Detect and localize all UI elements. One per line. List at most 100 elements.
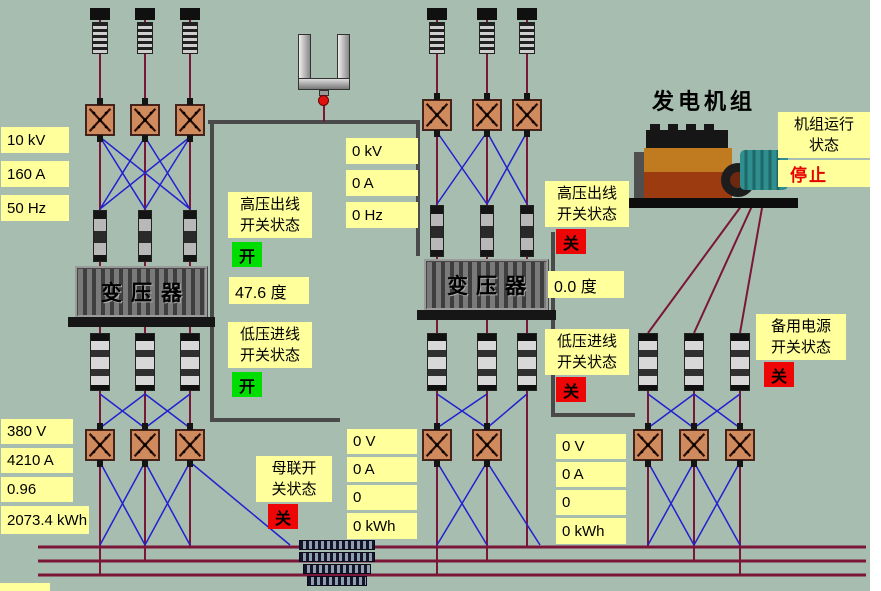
label-line-1: 高压出线 [556, 185, 617, 202]
breaker-x-icon [636, 432, 660, 458]
circuit-breaker[interactable] [85, 98, 115, 142]
hv-current-left: 160 A [1, 161, 69, 187]
circuit-breaker[interactable] [725, 423, 755, 467]
hook-crossbar [298, 78, 350, 90]
busbar-stack-row [299, 540, 375, 550]
hv-switch-device[interactable] [520, 205, 534, 257]
lv-switch-status-label-left: 低压进线 开关状态 [228, 322, 312, 368]
isolator-switch[interactable] [135, 8, 155, 54]
gen-energy: 0 kWh [556, 518, 626, 544]
isolator-body [479, 22, 495, 54]
lv-current-middle: 0 A [347, 457, 417, 482]
lv-switch-state-left: 开 [232, 372, 262, 397]
circuit-breaker[interactable] [472, 93, 502, 137]
circuit-breaker[interactable] [130, 98, 160, 142]
lv-switch-status-label-middle: 低压进线 开关状态 [545, 329, 629, 375]
hv-switch-device[interactable] [480, 205, 494, 257]
hv-switch-device[interactable] [138, 210, 152, 262]
hook-ball-icon [318, 95, 329, 106]
generator-feeder-lines [647, 204, 763, 334]
label-line-1: 低压进线 [239, 326, 300, 343]
circuit-breaker[interactable] [85, 423, 115, 467]
breaker-x-icon [133, 107, 157, 133]
lv-switch-device[interactable] [180, 333, 200, 391]
transformer-middle[interactable]: 变压器 [424, 259, 549, 311]
circuit-breaker[interactable] [422, 93, 452, 137]
lv-switch-device[interactable] [517, 333, 537, 391]
energy-left: 2073.4 kWh [1, 506, 89, 534]
isolator-switch[interactable] [180, 8, 200, 54]
circuit-breaker[interactable] [130, 423, 160, 467]
circuit-breaker[interactable] [512, 93, 542, 137]
lv-switch-device[interactable] [684, 333, 704, 391]
hv-voltage-left: 10 kV [1, 127, 69, 153]
hv-switch-state-middle: 关 [556, 229, 586, 254]
label-line-2: 状态 [808, 137, 839, 154]
backup-power-state: 关 [764, 362, 794, 387]
circuit-breaker[interactable] [175, 423, 205, 467]
breaker-x-icon [178, 107, 202, 133]
breaker-x-icon [728, 432, 752, 458]
hv-switch-state-left: 开 [232, 242, 262, 267]
label-line-1: 低压进线 [556, 333, 617, 350]
label-line-1: 备用电源 [770, 318, 831, 335]
isolator-switch[interactable] [517, 8, 537, 54]
lv-voltage-middle: 0 V [347, 429, 417, 454]
hv-switch-device[interactable] [183, 210, 197, 262]
hv-switch-device[interactable] [430, 205, 444, 257]
breaker-x-icon [425, 432, 449, 458]
circuit-breaker[interactable] [422, 423, 452, 467]
generator-title: 发电机组 [652, 89, 757, 114]
energy-middle: 0 kWh [347, 513, 417, 539]
breaker-x-icon [88, 432, 112, 458]
hv-voltage-middle: 0 kV [346, 138, 418, 164]
circuit-breaker[interactable] [679, 423, 709, 467]
lv-switch-device[interactable] [638, 333, 658, 391]
hoist-hook [296, 34, 352, 108]
lv-switch-device[interactable] [477, 333, 497, 391]
breaker-x-icon [475, 102, 499, 128]
transformer-temp-left: 47.6 度 [229, 277, 309, 304]
hook-bar-left [298, 34, 311, 84]
hook-bar-right [337, 34, 350, 84]
breaker-x-icon [475, 432, 499, 458]
breaker-x-icon [682, 432, 706, 458]
lv-switch-state-middle: 关 [556, 377, 586, 402]
isolator-body [429, 22, 445, 54]
hv-frequency-middle: 0 Hz [346, 202, 418, 228]
bus-tie-status-label: 母联开 关状态 [256, 456, 332, 502]
breaker-x-icon [178, 432, 202, 458]
label-line-2: 开关状态 [239, 217, 300, 234]
isolator-switch[interactable] [427, 8, 447, 54]
transformer-temp-middle: 0.0 度 [548, 271, 624, 298]
gen-voltage: 0 V [556, 434, 626, 459]
bus-tie-state: 关 [268, 504, 298, 529]
circuit-breaker[interactable] [633, 423, 663, 467]
power-factor-middle: 0 [347, 485, 417, 510]
hv-switch-status-label-middle: 高压出线 开关状态 [545, 181, 629, 227]
transformer-left[interactable]: 变压器 [75, 266, 208, 318]
isolator-cap [90, 8, 110, 20]
isolator-cap [180, 8, 200, 20]
lv-switch-device[interactable] [427, 333, 447, 391]
lv-current-left: 4210 A [1, 448, 73, 473]
unit-run-status-value: 停止 [778, 160, 870, 187]
unit-run-status-label: 机组运行 状态 [778, 112, 870, 158]
right-edge-strip [870, 0, 881, 591]
lv-switch-device[interactable] [730, 333, 750, 391]
gen-power-factor: 0 [556, 490, 626, 515]
generator-graphic[interactable] [620, 116, 805, 214]
isolator-body [519, 22, 535, 54]
lv-switch-device[interactable] [135, 333, 155, 391]
label-line-2: 开关状态 [770, 339, 831, 356]
label-line-2: 开关状态 [556, 206, 617, 223]
lv-switch-device[interactable] [90, 333, 110, 391]
circuit-breaker[interactable] [472, 423, 502, 467]
circuit-breaker[interactable] [175, 98, 205, 142]
hv-switch-device[interactable] [93, 210, 107, 262]
hv-frequency-left: 50 Hz [1, 195, 69, 221]
isolator-switch[interactable] [90, 8, 110, 54]
breaker-x-icon [88, 107, 112, 133]
backup-power-status-label: 备用电源 开关状态 [756, 314, 846, 360]
isolator-switch[interactable] [477, 8, 497, 54]
